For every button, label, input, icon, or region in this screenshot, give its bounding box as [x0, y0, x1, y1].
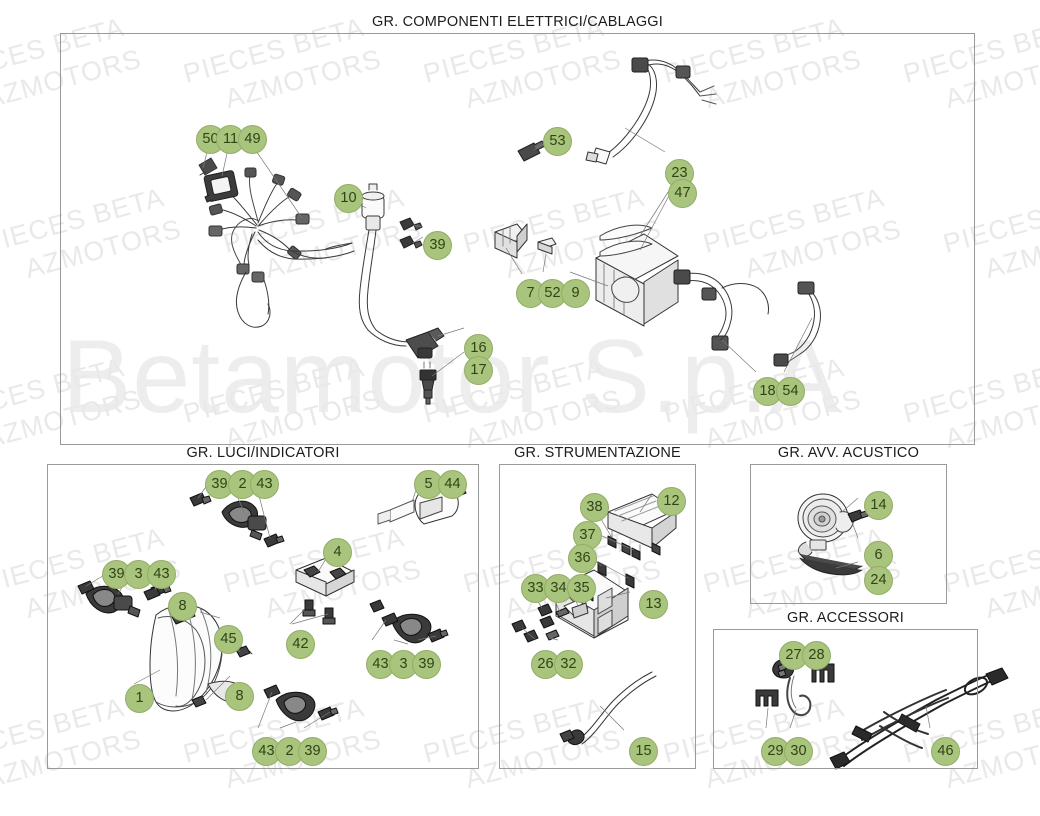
callout-badge-49[interactable]: 49 [238, 125, 267, 154]
callout-badge-28[interactable]: 28 [802, 641, 831, 670]
callout-badge-9[interactable]: 9 [561, 279, 590, 308]
callout-badge-10[interactable]: 10 [334, 184, 363, 213]
callout-badge-13[interactable]: 13 [639, 590, 668, 619]
callout-badge-8[interactable]: 8 [225, 682, 254, 711]
callout-badge-35[interactable]: 35 [567, 574, 596, 603]
callout-badge-47[interactable]: 47 [668, 179, 697, 208]
callout-badge-43[interactable]: 43 [250, 470, 279, 499]
callout-badge-24[interactable]: 24 [864, 566, 893, 595]
callout-badge-39[interactable]: 39 [412, 650, 441, 679]
callout-badge-4[interactable]: 4 [323, 538, 352, 567]
callout-badge-42[interactable]: 42 [286, 630, 315, 659]
callout-badge-43[interactable]: 43 [147, 560, 176, 589]
callout-badge-39[interactable]: 39 [298, 737, 327, 766]
title-luci-indicatori: GR. LUCI/INDICATORI [186, 445, 340, 461]
callout-badge-39[interactable]: 39 [423, 231, 452, 260]
callout-badge-18[interactable]: 18 [753, 377, 782, 406]
title-avv-acustico: GR. AVV. ACUSTICO [777, 445, 920, 461]
callout-badge-32[interactable]: 32 [554, 650, 583, 679]
callout-badge-54[interactable]: 54 [776, 377, 805, 406]
panel-avv-acustico [750, 464, 947, 604]
callout-badge-44[interactable]: 44 [438, 470, 467, 499]
callout-badge-46[interactable]: 46 [931, 737, 960, 766]
callout-badge-8[interactable]: 8 [168, 592, 197, 621]
callout-badge-17[interactable]: 17 [464, 356, 493, 385]
title-strumentazione: GR. STRUMENTAZIONE [514, 445, 681, 461]
callout-badge-30[interactable]: 30 [784, 737, 813, 766]
callout-badge-53[interactable]: 53 [543, 127, 572, 156]
callout-badge-12[interactable]: 12 [657, 487, 686, 516]
panel-luci-indicatori [47, 464, 479, 769]
panel-strumentazione [499, 464, 696, 769]
callout-badge-1[interactable]: 1 [125, 684, 154, 713]
title-componenti-elettrici: GR. COMPONENTI ELETTRICI/CABLAGGI [372, 14, 663, 30]
callout-badge-26[interactable]: 26 [531, 650, 560, 679]
callout-badge-45[interactable]: 45 [214, 625, 243, 654]
callout-badge-36[interactable]: 36 [568, 544, 597, 573]
callout-badge-14[interactable]: 14 [864, 491, 893, 520]
callout-badge-52[interactable]: 52 [538, 279, 567, 308]
callout-badge-38[interactable]: 38 [580, 493, 609, 522]
brand-watermark: Betamotor S.p.A [62, 319, 841, 435]
callout-badge-15[interactable]: 15 [629, 737, 658, 766]
title-accessori: GR. ACCESSORI [786, 610, 904, 626]
panel-componenti-elettrici [60, 33, 975, 445]
